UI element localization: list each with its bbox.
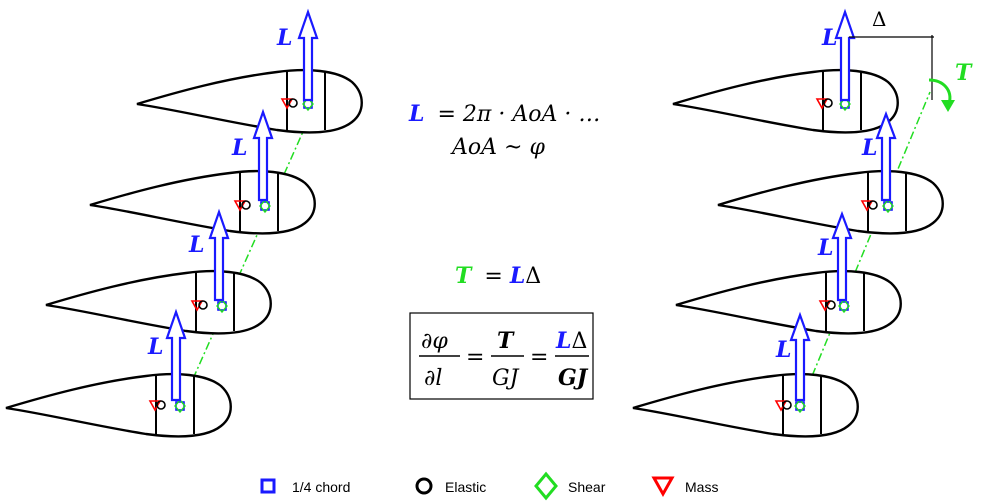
triangle-down-icon: [651, 476, 675, 498]
left-markers-4: [148, 398, 186, 414]
torque-arrow-icon: [928, 78, 955, 112]
right-lift-label-3: L: [817, 235, 833, 261]
twist-eq-sign-1: =: [466, 345, 484, 370]
legend-label-shear: Shear: [568, 479, 606, 495]
svg-text:T = LΔ: T = LΔ: [455, 263, 541, 289]
right-markers-1: [815, 96, 851, 112]
left-lift-label-3: L: [188, 232, 204, 258]
legend-label-mass: Mass: [685, 479, 718, 495]
right-airfoil-2: [716, 169, 944, 235]
right-airfoil-1: [671, 68, 899, 134]
twist-equation-box: ∂φ ∂l = T GJ = LΔ GJ: [409, 312, 594, 400]
left-lift-arrow-1: [297, 8, 319, 102]
left-lift-label-4: L: [147, 334, 163, 360]
lift-equation: L = 2π · AoA · … AoA ~ φ: [408, 101, 600, 160]
left-lift-arrow-4: [165, 308, 187, 402]
torque-eq-L: L: [509, 263, 525, 289]
lift-eq-lhs: L: [408, 101, 424, 127]
right-lift-label-2: L: [861, 135, 877, 161]
delta-label: Δ: [872, 7, 886, 31]
right-lift-arrow-4: [789, 311, 811, 402]
left-markers-3: [190, 298, 228, 314]
left-airfoil-4: [4, 372, 232, 438]
twist-rhs-denominator: GJ: [558, 365, 589, 391]
torque-label: T: [955, 60, 973, 86]
right-lift-arrow-3: [831, 210, 853, 302]
aoa-relation: AoA ~ φ: [450, 135, 545, 160]
right-markers-3: [818, 298, 850, 314]
torque-equation: T = LΔ: [455, 263, 541, 289]
right-lift-arrow-2: [875, 110, 897, 202]
delta-dimension: [849, 35, 934, 100]
right-airfoil-3: [674, 269, 902, 335]
left-airfoil-2: [88, 169, 316, 235]
left-markers-2: [233, 198, 271, 214]
left-lift-arrow-2: [252, 108, 274, 202]
right-lift-label-4: L: [775, 337, 791, 363]
legend: 1/4 chord Elastic Shear Mass: [260, 471, 718, 501]
legend-label-elastic: Elastic: [445, 479, 486, 495]
torque-eq-lhs: T: [455, 263, 473, 289]
legend-label-quarter-chord: 1/4 chord: [292, 479, 350, 495]
svg-text:L = 2π · AoA · …: L = 2π · AoA · …: [408, 101, 600, 127]
right-lift-arrow-1: [834, 8, 856, 102]
twist-lhs-denominator: ∂l: [424, 366, 442, 391]
square-icon: [260, 478, 276, 494]
twist-mid-numerator: T: [497, 328, 515, 354]
right-markers-2: [860, 198, 894, 214]
left-airfoil-3: [44, 269, 272, 335]
twist-eq-sign-2: =: [530, 345, 548, 370]
diamond-icon: [534, 471, 558, 501]
circle-icon: [415, 477, 433, 495]
left-airfoil-1: [135, 68, 363, 134]
left-lift-arrow-3: [208, 208, 230, 302]
left-lift-label-1: L: [276, 25, 292, 51]
right-markers-4: [774, 398, 806, 414]
twist-rhs-numerator: LΔ: [555, 328, 587, 354]
lift-eq-rhs: = 2π · AoA · …: [437, 102, 600, 127]
twist-lhs-numerator: ∂φ: [421, 329, 448, 354]
torque-eq-delta: Δ: [525, 264, 541, 289]
right-airfoil-4: [631, 372, 859, 438]
left-lift-label-2: L: [231, 135, 247, 161]
right-lift-label-1: L: [821, 25, 837, 51]
twist-mid-denominator: GJ: [492, 366, 520, 391]
